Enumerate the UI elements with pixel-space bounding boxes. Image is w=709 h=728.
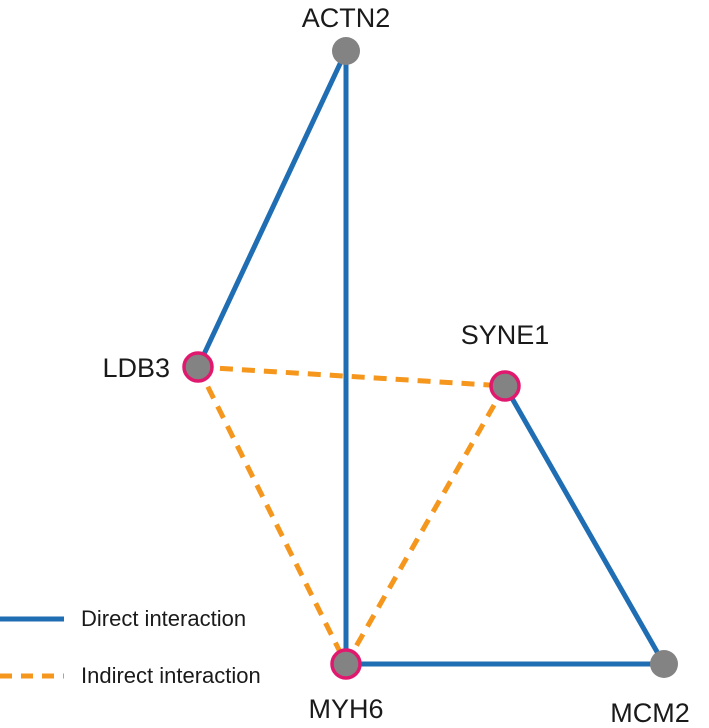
edge-syne1-mcm2 (502, 384, 667, 666)
node-label-actn2: ACTN2 (302, 3, 391, 33)
node-actn2 (332, 37, 360, 65)
node-label-ldb3: LDB3 (102, 353, 170, 383)
node-mcm2 (650, 650, 678, 678)
legend: Direct interaction Indirect interaction (0, 606, 261, 688)
edge-ldb3-syne1 (197, 364, 506, 389)
node-layer (182, 37, 678, 680)
node-syne1 (489, 370, 521, 402)
edge-actn2-ldb3 (195, 49, 349, 369)
legend-indirect-label: Indirect interaction (81, 663, 261, 688)
legend-direct-label: Direct interaction (81, 606, 246, 631)
node-ldb3 (182, 351, 214, 383)
node-label-myh6: MYH6 (308, 694, 383, 724)
node-label-mcm2: MCM2 (610, 698, 690, 728)
node-myh6 (330, 648, 362, 680)
edge-layer (195, 49, 667, 667)
edge-ldb3-myh6 (195, 365, 349, 666)
node-label-syne1: SYNE1 (461, 320, 550, 350)
edge-syne1-myh6 (343, 384, 508, 666)
